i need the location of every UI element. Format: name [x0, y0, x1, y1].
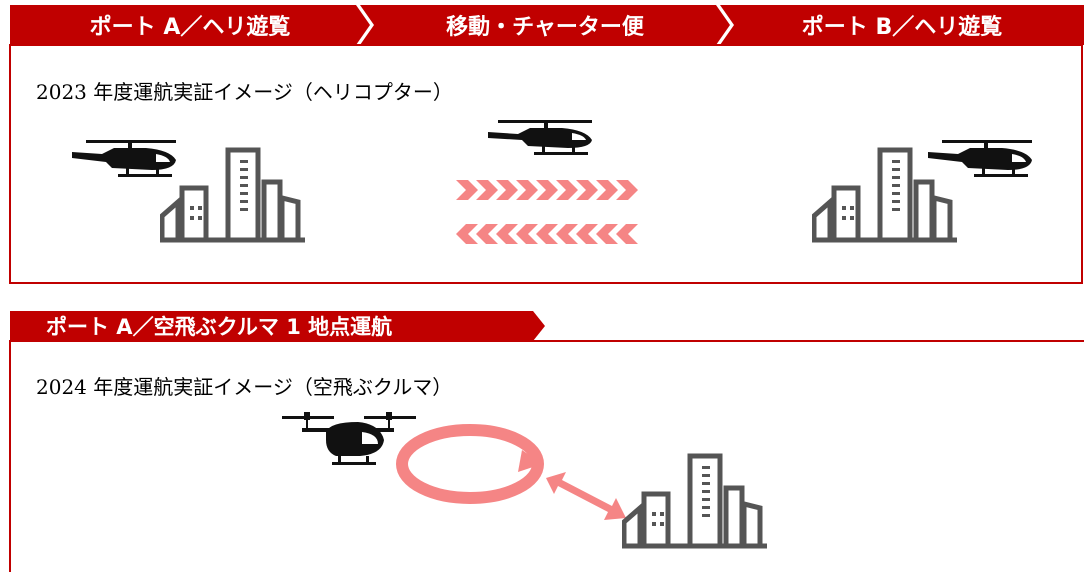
flying-car-icon — [282, 412, 416, 465]
section-2023-caption: 2023 年度運航実証イメージ（ヘリコプター） — [36, 80, 453, 104]
building-icon — [160, 147, 305, 243]
flow-step-port-b-label: ポート B／ヘリ遊覧 — [801, 15, 1003, 40]
double-arrow — [546, 472, 626, 520]
section-2024-caption: 2024 年度運航実証イメージ（空飛ぶクルマ） — [36, 375, 453, 399]
helicopter-icon — [72, 140, 176, 177]
helicopter-icon — [928, 140, 1032, 177]
section-2023-panel — [9, 44, 1083, 284]
flow-step-port-a-label: ポート A／ヘリ遊覧 — [89, 15, 291, 40]
flow-step-port-b: ポート B／ヘリ遊覧 — [720, 5, 1084, 45]
loop-flight-icon — [396, 424, 626, 520]
flow-step-port-a: ポート A／ヘリ遊覧 — [10, 5, 370, 45]
flow-step-charter-label: 移動・チャーター便 — [446, 15, 644, 40]
section-2024-header-label: ポート A／空飛ぶクルマ 1 地点運航 — [46, 315, 393, 339]
helicopter-icon — [488, 120, 592, 155]
section-2024-header: ポート A／空飛ぶクルマ 1 地点運航 — [10, 311, 545, 341]
section-2024-panel — [9, 340, 1084, 572]
building-icon — [622, 453, 767, 549]
route-arrows-icon — [456, 180, 638, 244]
forward-arrows — [456, 180, 638, 200]
flow-step-charter: 移動・チャーター便 — [360, 5, 730, 45]
building-icon — [812, 147, 957, 243]
